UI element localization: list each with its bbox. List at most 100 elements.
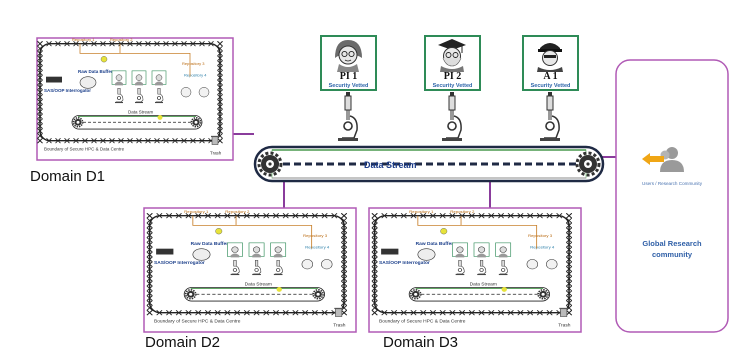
barb [146,266,153,272]
barb [371,261,378,267]
mini-stream-label: Data Stream [470,282,497,287]
barb [340,261,348,267]
barb [371,256,378,263]
barb [217,118,223,125]
domain-label-d2: Domain D2 [145,334,220,351]
barb [118,40,124,47]
users-label: Users / Research Community [642,181,703,186]
barb [217,94,223,100]
barb [302,309,309,316]
barb [321,309,328,316]
barb [37,50,43,57]
barb [37,94,43,100]
barb [565,309,573,316]
barb [340,246,348,253]
barb [46,137,52,144]
barb [340,271,348,277]
barb [282,309,289,316]
barb [100,137,106,144]
barb [163,40,169,47]
barb [371,212,378,219]
barb [371,251,378,258]
raw-buffer-label: Raw Data Buffer [191,241,229,246]
barb [46,40,52,47]
domain-label-d1: Domain D1 [30,168,105,185]
barb [420,212,427,219]
barb [195,212,202,219]
barb [527,309,534,316]
main-stream-label: Data Stream [364,160,417,170]
persona-sub: Security Vetted [531,83,571,89]
laptop-icon [381,248,399,255]
barb [146,295,153,301]
barb [181,137,187,144]
persona-card-pi1: PI 1 Security Vetted [320,35,377,91]
barb [37,137,43,144]
barb [546,212,553,219]
barb [371,290,378,297]
barb [146,212,153,219]
barb [37,40,43,47]
barb [565,212,573,219]
mini-data-stream [408,287,551,302]
repository-label: Repository 2 [450,209,475,214]
barb [410,212,417,219]
barb [292,309,299,316]
barb [37,128,43,134]
barb [146,290,153,297]
repository-label: Repository 4 [530,245,555,250]
barb [340,232,348,238]
barb [224,212,231,219]
barb [311,212,318,219]
barb [217,55,223,61]
barb [217,50,223,57]
barb [214,309,221,316]
barb [371,280,378,287]
barb [371,242,378,248]
barb [37,89,43,95]
barb [488,309,495,316]
barb [439,309,446,316]
barb [109,137,115,144]
barb [217,45,223,52]
mini-user-icon [321,259,333,270]
barb [199,40,205,47]
barb [565,295,573,301]
boundary-label: Boundary of Secure HPC & Data Centre [44,146,125,151]
barb [565,251,573,258]
barb [146,246,153,253]
barb [64,40,70,47]
trash-icon [558,307,569,318]
interrogator-label: SAS/OOP Interrogator [44,88,91,93]
barb [185,309,192,316]
barb [127,137,133,144]
barb [565,222,573,229]
barb [282,212,289,219]
trash-icon [333,307,344,318]
barb [146,261,153,267]
barb [527,212,534,219]
barb [439,212,446,219]
gear-icon [190,117,202,128]
laptop-icon [46,76,62,83]
barb [565,246,573,253]
barb [146,309,153,316]
barb [145,137,151,144]
barb [37,84,43,91]
barb [146,242,153,248]
repository-link [79,43,191,77]
barb [292,212,299,219]
barb [146,276,153,282]
barb [172,40,178,47]
barb [371,295,378,301]
mini-data-stream [71,115,203,130]
barb [381,212,388,219]
barb [243,212,250,219]
barb [517,212,524,219]
boundary-label: Boundary of Secure HPC & Data Centre [379,319,466,324]
repository-label: Repository 2 [225,209,250,214]
barb [37,65,43,71]
